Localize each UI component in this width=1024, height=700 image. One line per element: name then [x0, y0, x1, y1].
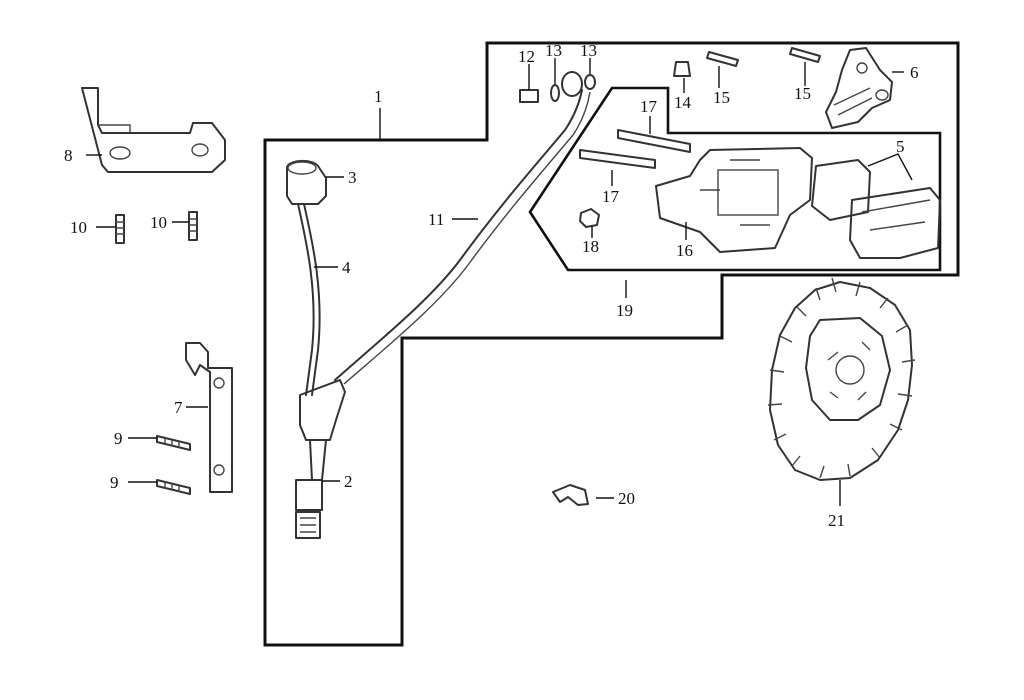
nut-18-drawing: [579, 208, 600, 228]
master-cylinder-2-drawing: [295, 379, 346, 539]
clip-20-drawing: [552, 484, 589, 506]
bolt-15b-drawing: [789, 47, 821, 63]
callout-3: 3: [348, 168, 357, 187]
banjo-bolt-12-drawing: [519, 89, 539, 103]
callout-9a: 9: [114, 429, 123, 448]
callout-11: 11: [428, 210, 444, 229]
pin-17a-drawing: [617, 129, 691, 153]
leader-lines: [86, 58, 913, 506]
callout-5: 5: [896, 137, 905, 156]
brake-line-11-drawing: [334, 89, 583, 381]
callout-10a: 10: [70, 218, 87, 237]
caliper-bracket-6-drawing: [825, 47, 893, 129]
plate-7-drawing: [185, 342, 233, 493]
bracket-8-drawing: [81, 87, 226, 173]
callout-7: 7: [174, 398, 183, 417]
brake-pads-5-drawing: [811, 159, 941, 259]
callout-16: 16: [676, 241, 693, 260]
callout-18: 18: [582, 237, 599, 256]
callout-15b: 15: [794, 84, 811, 103]
callout-12: 12: [518, 47, 535, 66]
callout-13b: 13: [580, 41, 597, 60]
callout-17a: 17: [640, 97, 658, 116]
bleeder-cap-14-drawing: [673, 61, 691, 77]
callout-1: 1: [374, 87, 383, 106]
screw-9b-drawing: [156, 479, 191, 495]
brake-disc-21-drawing: [767, 277, 916, 481]
callout-2: 2: [344, 472, 353, 491]
brake-line-11-inner: [343, 91, 591, 385]
pin-17b-drawing: [579, 149, 656, 169]
callout-17b: 17: [602, 187, 620, 206]
callout-10b: 10: [150, 213, 167, 232]
callout-13a: 13: [545, 41, 562, 60]
callout-14: 14: [674, 93, 692, 112]
bolt-10a-drawing: [115, 214, 125, 244]
callout-4: 4: [342, 258, 351, 277]
assembly-frame-1: [263, 41, 960, 647]
screw-9a-drawing: [156, 435, 191, 451]
bolt-15a-drawing: [706, 51, 739, 67]
callout-21: 21: [828, 511, 845, 530]
bolt-10b-drawing: [188, 211, 198, 241]
callout-15a: 15: [713, 88, 730, 107]
banjo-fitting-drawing: [561, 71, 583, 97]
callout-19: 19: [616, 301, 633, 320]
caliper-16-drawing: [655, 147, 813, 253]
callout-8: 8: [64, 146, 73, 165]
callout-labels: 1 3 4 2 8 10 10 7 9 9 11 12 13 13 14 15 …: [64, 41, 919, 530]
washer-13b-drawing: [584, 74, 596, 90]
callout-6: 6: [910, 63, 919, 82]
washer-13a-drawing: [550, 84, 560, 102]
reservoir-hose-4-drawing: [297, 203, 321, 396]
reservoir-3-drawing: [286, 160, 327, 205]
callout-20: 20: [618, 489, 635, 508]
callout-9b: 9: [110, 473, 119, 492]
